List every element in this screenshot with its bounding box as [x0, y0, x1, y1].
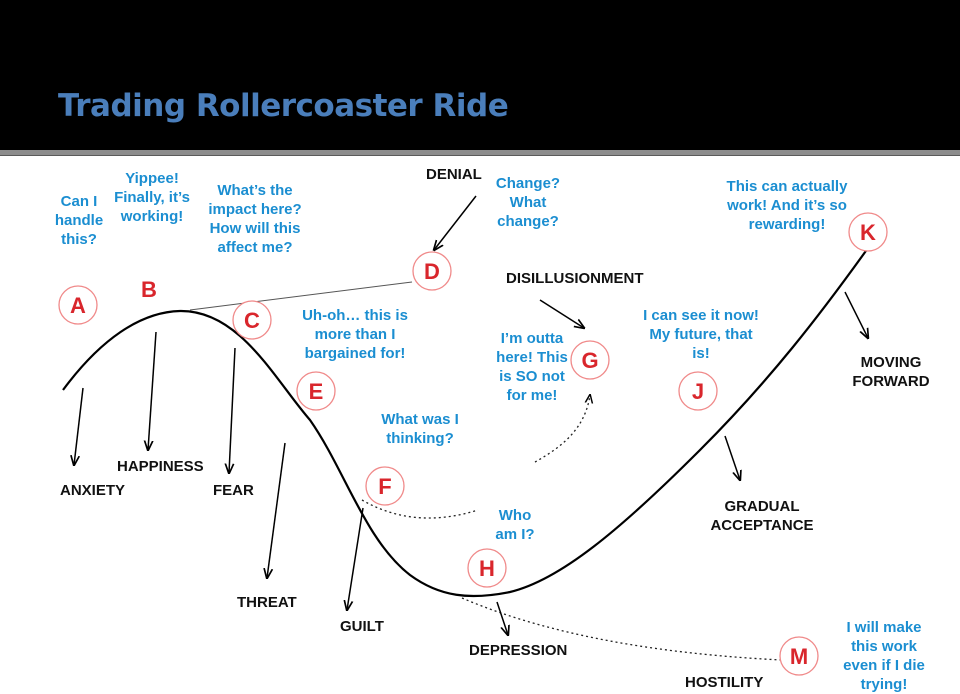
marker-a: A — [58, 285, 98, 325]
label-happiness: HAPPINESS — [117, 458, 204, 475]
marker-letter: G — [581, 348, 598, 373]
marker-letter: H — [479, 556, 495, 581]
marker-layer: A B C D E F G H J K M — [58, 212, 888, 676]
marker-letter: F — [378, 474, 391, 499]
marker-e: E — [296, 371, 336, 411]
arrow-guilt — [347, 507, 364, 610]
quote-f: What was I thinking? — [381, 411, 459, 447]
marker-m: M — [779, 636, 819, 676]
label-threat: THREAT — [237, 594, 297, 611]
marker-ring — [58, 285, 98, 325]
quote-h: Who am I? — [495, 507, 535, 543]
marker-ring — [848, 212, 888, 252]
marker-ring — [570, 340, 610, 380]
guide-line — [189, 281, 413, 311]
arrow-denial — [434, 195, 477, 250]
quote-k: This can actually work! And it’s so rewa… — [726, 178, 848, 233]
marker-letter: C — [244, 308, 260, 333]
label-anxiety: ANXIETY — [60, 482, 126, 499]
label-moving-forward: MOVING FORWARD — [852, 354, 930, 390]
arrow-fear — [229, 347, 236, 473]
label-guilt: GUILT — [340, 618, 384, 635]
quote-b: Yippee! Finally, it’s working! — [114, 170, 190, 225]
rollercoaster-curve — [62, 247, 869, 598]
arrow-disillusionment — [539, 299, 584, 328]
marker-j: J — [678, 371, 718, 411]
marker-ring — [779, 636, 819, 676]
marker-b: B — [141, 277, 157, 302]
quote-m: I will make this work even if I die tryi… — [843, 619, 925, 693]
label-depression: DEPRESSION — [469, 642, 568, 659]
quote-j: I can see it now! My future, that is! — [643, 307, 759, 362]
marker-g: G — [570, 340, 610, 380]
label-hostility: HOSTILITY — [685, 674, 764, 691]
title-divider — [0, 150, 960, 156]
marker-ring — [467, 548, 507, 588]
marker-letter: B — [141, 277, 157, 302]
label-gradual-acceptance: GRADUAL ACCEPTANCE — [710, 498, 814, 534]
label-denial: DENIAL — [426, 166, 482, 183]
marker-letter: D — [424, 259, 440, 284]
marker-ring — [232, 300, 272, 340]
arrow-moving-forward — [844, 291, 868, 338]
dotted-path-g — [534, 395, 590, 463]
arrow-gradual-acceptance — [724, 435, 740, 480]
quote-d: Change? What change? — [495, 175, 561, 230]
dotted-path-f — [361, 499, 479, 519]
header-bar — [0, 0, 960, 150]
quote-e: Uh-oh… this is more than I bargained for… — [302, 307, 408, 362]
marker-ring — [678, 371, 718, 411]
marker-h: H — [467, 548, 507, 588]
label-disillusionment: DISILLUSIONMENT — [506, 270, 644, 287]
arrow-depression — [496, 601, 508, 635]
marker-letter: E — [309, 379, 324, 404]
marker-c: C — [232, 300, 272, 340]
dotted-path-m — [461, 597, 783, 661]
marker-letter: K — [860, 220, 876, 245]
marker-ring — [365, 466, 405, 506]
slide-title: Trading Rollercoaster Ride — [58, 88, 509, 124]
arrow-anxiety — [74, 387, 84, 465]
marker-letter: A — [70, 293, 86, 318]
arrow-happiness — [148, 331, 157, 450]
quote-c: What’s the impact here? How will this af… — [208, 182, 302, 256]
quote-a: Can I handle this? — [54, 193, 104, 248]
marker-f: F — [365, 466, 405, 506]
label-fear: FEAR — [213, 482, 254, 499]
marker-ring — [412, 251, 452, 291]
marker-ring — [296, 371, 336, 411]
quote-g: I’m outta here! This is SO not for me! — [496, 330, 568, 404]
marker-letter: M — [790, 644, 808, 669]
marker-letter: J — [692, 379, 704, 404]
arrow-threat — [267, 442, 286, 578]
marker-d: D — [412, 251, 452, 291]
marker-k: K — [848, 212, 888, 252]
